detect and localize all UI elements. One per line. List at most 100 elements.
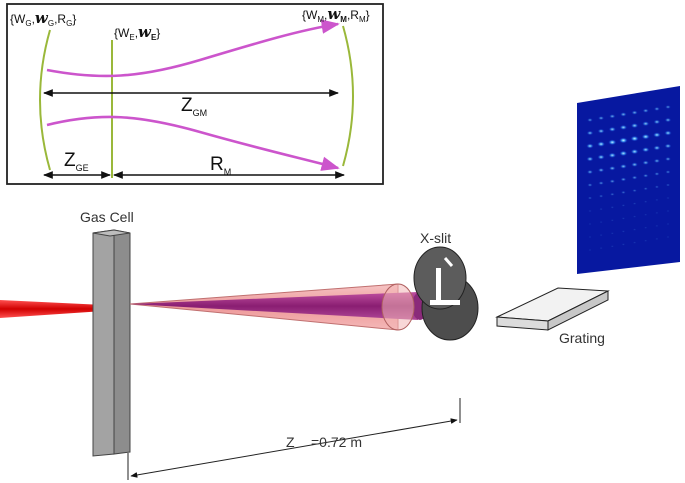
diffraction-spot: [644, 226, 648, 229]
diffraction-spot: [621, 217, 626, 220]
diffraction-spot: [619, 124, 628, 130]
diffraction-spot: [588, 209, 592, 213]
diffraction-spot: [599, 207, 603, 211]
diffraction-spot: [655, 237, 659, 240]
diffraction-spot: [665, 183, 671, 187]
diffraction-spot: [666, 222, 670, 226]
diffraction-spot: [608, 152, 617, 158]
diffraction-spot: [664, 117, 672, 123]
beam-propagation-inset: {WG,wG,RG} {WE,wE} {WM,wM,RM} ZGM ZGE RM: [6, 3, 384, 185]
diffraction-spot: [655, 211, 659, 214]
diffraction-spot: [609, 166, 616, 171]
diffraction-spot: [655, 224, 659, 227]
diffraction-spot: [630, 135, 639, 142]
distance-arrow: [130, 418, 458, 478]
diffraction-spot: [588, 235, 592, 239]
diffraction-spot: [666, 196, 670, 200]
diffraction-spot: [620, 177, 627, 182]
diffraction-spot: [620, 164, 627, 169]
diffraction-spot: [621, 230, 626, 233]
diffraction-spot: [664, 130, 672, 136]
diffraction-spot: [586, 130, 594, 136]
vertical-slit: [436, 268, 441, 300]
diffraction-spot: [664, 143, 672, 149]
gas-cell-top-face: [92, 229, 131, 237]
diffraction-spot: [588, 248, 592, 252]
diffraction-spot: [597, 128, 605, 134]
diffraction-spot: [608, 126, 616, 132]
driving-laser-beam: [0, 300, 104, 318]
x-slit: [413, 246, 479, 341]
diffraction-spot: [598, 116, 605, 121]
zgm-label: ZGM: [181, 95, 207, 118]
diffraction-spot: [597, 154, 605, 160]
diffraction-spot: [620, 112, 627, 117]
diffraction-spot: [597, 141, 605, 147]
beam-lower-edge: [46, 115, 340, 171]
diffraction-spot: [655, 198, 659, 201]
diffraction-spot: [619, 137, 628, 144]
diffraction-spot: [654, 185, 660, 189]
diffraction-spot: [654, 172, 660, 176]
diffraction-spot: [632, 202, 637, 205]
grating: [495, 287, 610, 331]
diffraction-spot: [621, 204, 626, 207]
diffraction-spot: [598, 194, 604, 198]
diffraction-spot: [644, 200, 648, 203]
distance-value: =0.72 m: [311, 434, 362, 450]
grating-side-face: [547, 290, 609, 331]
diffraction-spot: [609, 179, 616, 184]
detector-panel: [577, 86, 680, 274]
diffraction-spot: [654, 106, 660, 111]
gas-cell-side-face: [113, 229, 131, 455]
diffraction-spot: [619, 150, 628, 157]
diffraction-spot: [598, 181, 604, 185]
diffraction-spot: [610, 192, 615, 196]
mirror-side-parameters-label: {WM,wM,RM}: [302, 5, 370, 24]
diffraction-spot: [632, 228, 637, 231]
diffraction-spot: [610, 232, 614, 235]
diffraction-spot: [599, 221, 603, 224]
exit-plane-parameters-label: {WE,wE}: [114, 23, 160, 42]
diffraction-spot: [665, 157, 671, 161]
diffraction-spot: [587, 196, 593, 200]
grating-label: Grating: [559, 330, 605, 346]
slit-marker: [443, 257, 454, 267]
diffraction-spot: [631, 123, 639, 129]
diffraction-spot: [621, 243, 626, 246]
diffraction-spot: [610, 245, 614, 248]
gas-side-parameters-label: {WG,wG,RG}: [10, 9, 76, 28]
diffraction-spot: [586, 143, 594, 149]
diffraction-spot: [608, 139, 617, 146]
diffraction-spot: [599, 247, 603, 250]
beam-upper-edge: [46, 19, 340, 78]
diffraction-spot: [631, 110, 638, 115]
right-wavefront-curve: [342, 25, 354, 167]
inner-cone: [130, 292, 418, 320]
diffraction-spot: [599, 234, 603, 237]
diffraction-spot: [643, 173, 649, 178]
diffraction-spot: [642, 160, 649, 165]
x-slit-label: X-slit: [420, 230, 451, 246]
diffraction-spot: [644, 239, 648, 242]
harmonic-spot-pattern: [586, 105, 672, 252]
diffraction-spot: [642, 121, 650, 127]
diffraction-spot: [630, 149, 639, 155]
harmonic-beam-cone: [129, 283, 428, 331]
diffraction-spot: [609, 114, 616, 119]
diffraction-spot: [653, 145, 661, 151]
detector-image: [577, 86, 680, 274]
gas-cell-front-face: [92, 229, 115, 457]
zge-label: ZGE: [64, 150, 89, 173]
diffraction-spot: [642, 147, 650, 153]
diffraction-spot: [632, 215, 637, 218]
diffraction-spot: [610, 206, 615, 209]
left-wavefront-curve: [39, 29, 51, 171]
diffraction-spot: [641, 134, 650, 140]
distance-symbol: Z: [286, 434, 295, 450]
rm-label: RM: [210, 154, 231, 177]
diffraction-spot: [588, 222, 592, 226]
diffraction-spot: [586, 156, 594, 162]
diffraction-spot: [610, 219, 614, 222]
